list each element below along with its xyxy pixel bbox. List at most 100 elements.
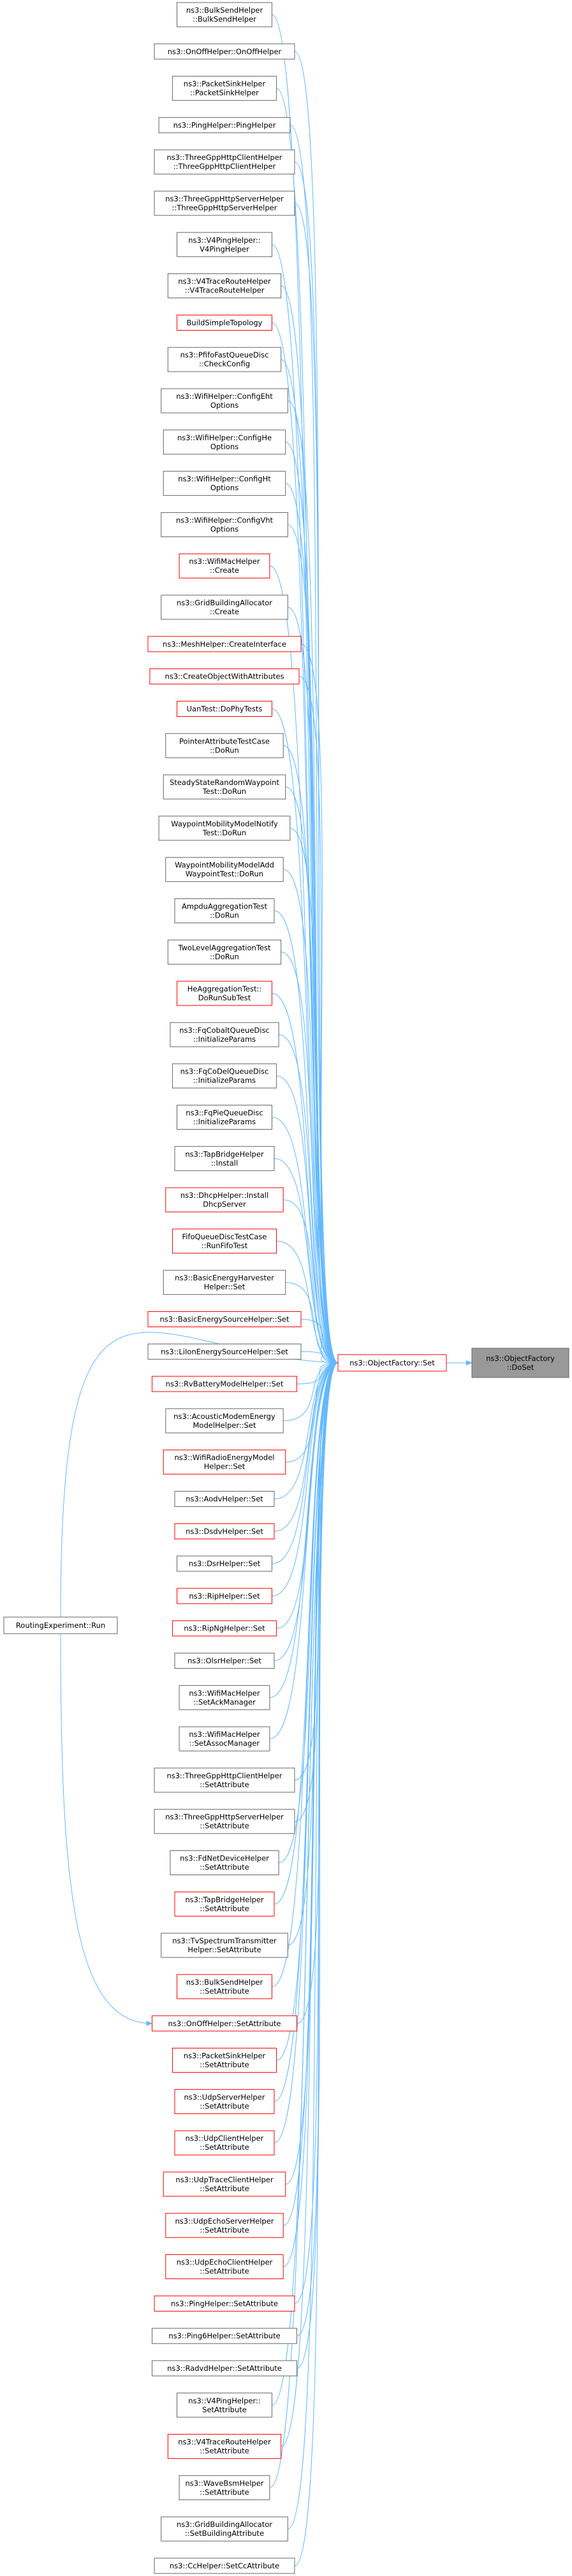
caller-node[interactable]: ns3::PingHelper::SetAttribute <box>154 2295 295 2312</box>
caller-node[interactable]: ns3::BulkSendHelper::SetAttribute <box>177 1974 272 1999</box>
caller-node-label: ::ThreeGppHttpServerHelper <box>172 203 277 212</box>
caller-node-label: ns3::RvBatteryModelHelper::Set <box>166 1379 284 1388</box>
caller-node[interactable]: ns3::UdpServerHelper::SetAttribute <box>174 2089 275 2114</box>
caller-node[interactable]: TwoLevelAggregationTest::DoRun <box>167 939 282 965</box>
caller-node[interactable]: ns3::PingHelper::PingHelper <box>158 117 291 133</box>
caller-node[interactable]: ns3::CreateObjectWithAttributes <box>149 668 300 685</box>
caller-node[interactable]: ns3::GridBuildingAllocator::SetBuildingA… <box>161 2516 288 2542</box>
caller-node[interactable]: ns3::FqPieQueueDisc::InitializeParams <box>177 1104 272 1130</box>
caller-node-box <box>172 76 277 101</box>
caller-node[interactable]: ns3::UdpTraceClientHelper::SetAttribute <box>163 2171 286 2197</box>
caller-node[interactable]: ns3::WifiMacHelper::SetAssocManager <box>179 1726 270 1752</box>
caller-node[interactable]: ns3::V4PingHelper::SetAttribute <box>177 2393 272 2418</box>
caller-node[interactable]: ns3::WifiMacHelper::SetAckManager <box>179 1685 270 1710</box>
caller-node[interactable]: ns3::BasicEnergySourceHelper::Set <box>147 1311 302 1327</box>
edge-caller-to-hub <box>276 1360 339 1629</box>
caller-node[interactable]: ns3::UdpEchoClientHelper::SetAttribute <box>165 2254 284 2280</box>
edge-caller-to-hub <box>297 1360 339 1385</box>
caller-node-box <box>174 2130 275 2155</box>
caller-node-label: ns3::WifiHelper::ConfigHt <box>178 475 271 484</box>
caller-node[interactable]: ns3::MeshHelper::CreateInterface <box>147 636 302 652</box>
caller-node-label: Options <box>210 442 238 451</box>
caller-node[interactable]: ns3::OnOffHelper::OnOffHelper <box>154 43 295 60</box>
caller-node-box <box>161 1932 288 1958</box>
caller-node[interactable]: AmpduAggregationTest::DoRun <box>174 898 275 923</box>
caller-node[interactable]: ns3::PacketSinkHelper::SetAttribute <box>172 2048 277 2073</box>
caller-node[interactable]: ns3::FqCobaltQueueDisc::InitializeParams <box>170 1022 279 1047</box>
edge-caller-to-hub <box>285 1282 339 1365</box>
caller-node[interactable]: ns3::UdpEchoServerHelper::SetAttribute <box>165 2213 284 2238</box>
caller-node-label: ::PacketSinkHelper <box>190 89 259 97</box>
caller-node-box <box>147 1311 302 1327</box>
caller-node[interactable]: ns3::V4TraceRouteHelper::SetAttribute <box>167 2434 282 2459</box>
caller-node[interactable]: PointerAttributeTestCase::DoRun <box>165 733 284 758</box>
caller-node[interactable]: ns3::TapBridgeHelper::Install <box>174 1146 275 1171</box>
caller-node[interactable]: ns3::RipNgHelper::Set <box>172 1620 277 1637</box>
routing-node[interactable]: RoutingExperiment::Run <box>3 1616 118 1634</box>
caller-node[interactable]: ns3::ThreeGppHttpServerHelper::SetAttrib… <box>154 1809 295 1834</box>
caller-node[interactable]: ns3::ThreeGppHttpServerHelper::ThreeGppH… <box>154 191 295 216</box>
caller-node[interactable]: ns3::WifiMacHelper::Create <box>179 553 270 579</box>
caller-node[interactable]: ns3::GridBuildingAllocator::Create <box>161 594 288 620</box>
caller-node-label: Options <box>210 524 238 533</box>
caller-node[interactable]: ns3::WaveBsmHelper::SetAttribute <box>179 2475 270 2500</box>
caller-node-box <box>172 1063 277 1089</box>
caller-node[interactable]: ns3::ThreeGppHttpClientHelper::SetAttrib… <box>154 1767 295 1793</box>
caller-node-label: BuildSimpleTopology <box>187 318 263 327</box>
caller-node-box <box>172 1228 277 1254</box>
caller-node[interactable]: ns3::AodvHelper::Set <box>174 1491 275 1507</box>
caller-node[interactable]: ns3::TapBridgeHelper::SetAttribute <box>174 1891 275 1917</box>
edge-caller-to-hub <box>283 869 339 1365</box>
caller-node[interactable]: ns3::DsrHelper::Set <box>177 1555 272 1572</box>
caller-node[interactable]: ns3::V4PingHelper::V4PingHelper <box>177 232 272 257</box>
caller-node[interactable]: ns3::LiIonEnergySourceHelper::Set <box>147 1343 302 1360</box>
caller-node-label: ns3::AodvHelper::Set <box>186 1495 263 1504</box>
caller-node-label: ns3::DsdvHelper::Set <box>186 1527 263 1536</box>
caller-node[interactable]: ns3::Ping6Helper::SetAttribute <box>152 2328 297 2344</box>
caller-node[interactable]: ns3::PfifoFastQueueDisc::CheckConfig <box>167 347 282 372</box>
caller-node-box <box>161 388 288 414</box>
caller-node-label: Helper::SetAttribute <box>187 1945 261 1954</box>
caller-node[interactable]: ns3::RadvdHelper::SetAttribute <box>152 2360 297 2377</box>
caller-node[interactable]: HeAggregationTest::DoRunSubTest <box>177 981 272 1006</box>
caller-node[interactable]: ns3::PacketSinkHelper::PacketSinkHelper <box>172 76 277 101</box>
caller-node-label: ns3::UdpServerHelper <box>184 2092 265 2101</box>
caller-node[interactable]: ns3::UdpClientHelper::SetAttribute <box>174 2130 275 2155</box>
caller-node-box <box>179 2475 270 2500</box>
caller-node[interactable]: ns3::CcHelper::SetCcAttribute <box>154 2558 295 2574</box>
caller-node[interactable]: ns3::ThreeGppHttpClientHelper::ThreeGppH… <box>154 149 295 175</box>
edge-caller-to-hub <box>269 1360 339 2488</box>
caller-node[interactable]: ns3::BulkSendHelper::BulkSendHelper <box>177 2 272 27</box>
caller-node[interactable]: ns3::V4TraceRouteHelper::V4TraceRouteHel… <box>167 273 282 299</box>
caller-node[interactable]: BuildSimpleTopology <box>177 314 272 331</box>
caller-node[interactable]: ns3::FdNetDeviceHelper::SetAttribute <box>170 1850 279 1876</box>
caller-node[interactable]: ns3::OlsrHelper::Set <box>174 1653 275 1669</box>
hub-node[interactable]: ns3::ObjectFactory::Set <box>337 1354 447 1372</box>
caller-node[interactable]: FifoQueueDiscTestCase::RunFifoTest <box>172 1228 277 1254</box>
edge-routing-to-hub <box>60 1332 339 1618</box>
caller-node-box <box>174 898 275 923</box>
edge-caller-to-hub <box>272 1360 339 2406</box>
caller-node[interactable]: UanTest::DoPhyTests <box>177 700 272 717</box>
caller-node[interactable]: ns3::RvBatteryModelHelper::Set <box>152 1376 297 1392</box>
caller-node[interactable]: ns3::RipHelper::Set <box>177 1588 272 1604</box>
caller-node[interactable]: ns3::DsdvHelper::Set <box>174 1523 275 1539</box>
caller-node-label: ns3::RipNgHelper::Set <box>184 1624 265 1633</box>
caller-node[interactable]: ns3::FqCoDelQueueDisc::InitializeParams <box>172 1063 277 1089</box>
caller-node[interactable]: WaypointMobilityModelAddWaypointTest::Do… <box>165 857 284 882</box>
caller-node[interactable]: ns3::OnOffHelper::SetAttribute <box>152 2015 297 2032</box>
edge-layer <box>60 14 473 2566</box>
caller-node[interactable]: ns3::TvSpectrumTransmitterHelper::SetAtt… <box>161 1932 288 1958</box>
caller-node-label: ns3::DsrHelper::Set <box>189 1559 261 1568</box>
target-node[interactable]: ns3::ObjectFactory::DoSet <box>471 1348 569 1378</box>
